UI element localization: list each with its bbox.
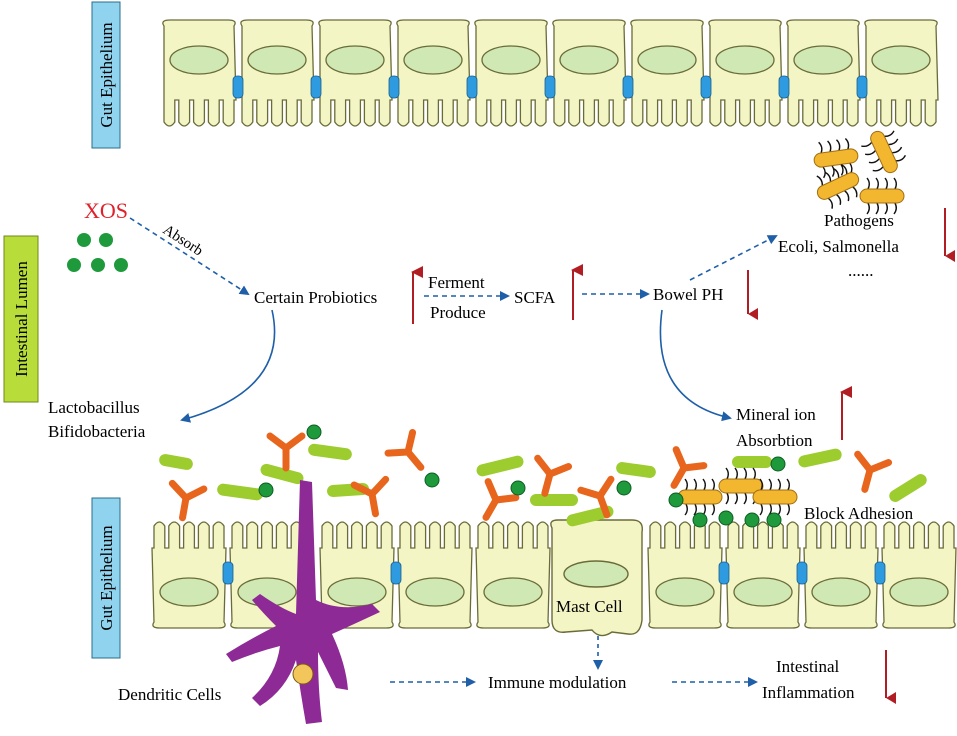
pathogens-label: Pathogens bbox=[824, 211, 894, 230]
epithelial-cell bbox=[786, 19, 861, 127]
probiotic-rod bbox=[217, 483, 263, 501]
probiotic-rod bbox=[732, 456, 772, 468]
pathogen-bacterium bbox=[718, 467, 764, 505]
epithelial-cell bbox=[630, 19, 705, 127]
label-box-top: Gut Epithelium bbox=[91, 1, 121, 149]
probiotic-rod bbox=[530, 494, 578, 506]
intestinal-lumen-label: Intestinal Lumen bbox=[12, 261, 31, 377]
pathogen-bacterium bbox=[752, 478, 798, 516]
immune-modulation-label: Immune modulation bbox=[488, 673, 627, 692]
label-box-bottom: Gut Epithelium bbox=[91, 497, 121, 659]
scfa-label: SCFA bbox=[514, 288, 556, 307]
antibody-y bbox=[266, 432, 306, 472]
pathogen-examples-label: Ecoli, Salmonella bbox=[778, 237, 899, 256]
mast-cell bbox=[550, 519, 643, 637]
antibody-y bbox=[482, 478, 520, 521]
epithelial-cell bbox=[475, 521, 551, 629]
xos-particle bbox=[718, 510, 734, 526]
antibody-y bbox=[534, 454, 573, 497]
pathogen-bacterium bbox=[816, 163, 860, 209]
label-box-lumen: Intestinal Lumen bbox=[3, 235, 39, 403]
inflammation-label: Inflammation bbox=[762, 683, 855, 702]
bowel-ph-label: Bowel PH bbox=[653, 285, 723, 304]
ph-to-mineral-arrow bbox=[659, 309, 732, 422]
epithelial-cell bbox=[708, 19, 783, 127]
pathogen-bacterium bbox=[677, 478, 723, 516]
xos-particle bbox=[258, 482, 274, 498]
xos-particle bbox=[668, 492, 684, 508]
xos-label: XOS bbox=[84, 198, 128, 223]
pathogen-cluster-top bbox=[813, 130, 907, 215]
xos-particle bbox=[766, 512, 782, 528]
epithelial-cell bbox=[397, 521, 473, 629]
ferment-label: Ferment bbox=[428, 273, 485, 292]
antibody-y bbox=[670, 446, 708, 489]
xos-particle bbox=[510, 480, 526, 496]
epithelial-cell bbox=[318, 19, 393, 127]
xos-particles-icon bbox=[67, 233, 128, 272]
epithelial-cell bbox=[647, 521, 723, 629]
antibody-y bbox=[854, 450, 893, 493]
block-adhesion-label: Block Adhesion bbox=[804, 504, 914, 523]
xos-particle bbox=[424, 472, 440, 488]
certain-probiotics-label: Certain Probiotics bbox=[254, 288, 377, 307]
epithelial-cell bbox=[552, 19, 627, 127]
epithelial-cell bbox=[319, 521, 395, 629]
epithelial-cell bbox=[864, 19, 939, 127]
epithelial-cell bbox=[151, 521, 227, 629]
xos-particle bbox=[770, 456, 786, 472]
bottom-gut-epithelium bbox=[151, 521, 957, 629]
probiotic-rod bbox=[159, 454, 193, 470]
probiotic-rod bbox=[889, 474, 927, 502]
pathogen-bacterium bbox=[859, 177, 905, 215]
gut-epithelium-top-label: Gut Epithelium bbox=[97, 22, 116, 127]
absorb-label: Absorb bbox=[160, 222, 206, 259]
mineral-ion-label: Mineral ion bbox=[736, 405, 816, 424]
probiotic-rod bbox=[798, 448, 842, 468]
dendritic-cell bbox=[226, 480, 380, 724]
pathogen-bacterium bbox=[813, 137, 859, 179]
probiotic-rod bbox=[308, 443, 352, 461]
antibody-y bbox=[384, 429, 425, 471]
mast-cell-label: Mast Cell bbox=[556, 597, 623, 616]
gut-epithelium-bottom-label: Gut Epithelium bbox=[97, 525, 116, 630]
antibody-y bbox=[168, 479, 208, 522]
dendritic-cells-label: Dendritic Cells bbox=[118, 685, 221, 704]
epithelial-cell bbox=[162, 19, 237, 127]
lumen-microbiota bbox=[159, 424, 927, 528]
intestinal-label: Intestinal bbox=[776, 657, 840, 676]
probiotics-to-lacto-arrow bbox=[180, 309, 276, 423]
epithelial-cell bbox=[396, 19, 471, 127]
epithelial-cell bbox=[474, 19, 549, 127]
probiotic-rod bbox=[476, 455, 524, 477]
pathogen-bacterium bbox=[861, 130, 907, 174]
absorb-arrow bbox=[129, 217, 250, 296]
absorbtion-label: Absorbtion bbox=[736, 431, 813, 450]
top-gut-epithelium bbox=[162, 19, 939, 127]
antibody-y bbox=[577, 475, 615, 519]
epithelial-cell bbox=[881, 521, 957, 629]
probiotic-rod bbox=[260, 463, 304, 485]
antibody-y bbox=[350, 475, 390, 518]
epithelial-cell bbox=[725, 521, 801, 629]
produce-label: Produce bbox=[430, 303, 486, 322]
bifidobacteria-label: Bifidobacteria bbox=[48, 422, 146, 441]
epithelial-cell bbox=[803, 521, 879, 629]
xos-particle bbox=[306, 424, 322, 440]
probiotic-rod bbox=[616, 462, 656, 478]
xos-particle bbox=[692, 512, 708, 528]
xos-particle bbox=[744, 512, 760, 528]
xos-particle bbox=[616, 480, 632, 496]
epithelial-cell bbox=[240, 19, 315, 127]
lactobacillus-label: Lactobacillus bbox=[48, 398, 140, 417]
ph-to-pathogens-arrow bbox=[689, 235, 778, 281]
ellipsis-label: ...... bbox=[848, 261, 874, 280]
